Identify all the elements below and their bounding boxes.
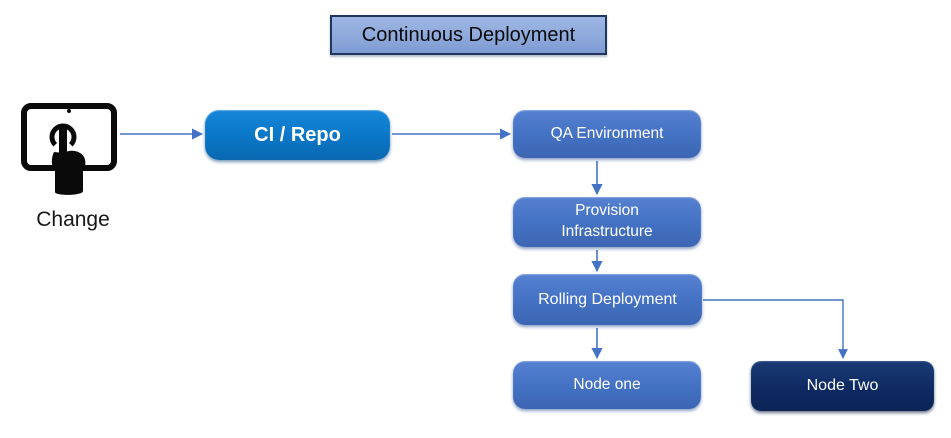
touch-screen-icon — [21, 103, 117, 195]
node-node-one: Node one — [513, 361, 701, 409]
node-change-label: Change — [36, 208, 110, 231]
fist — [51, 150, 86, 195]
diagram-title: Continuous Deployment — [330, 15, 607, 55]
node-rolling-deployment-label: Rolling Deployment — [538, 290, 677, 308]
camera-dot — [67, 109, 71, 113]
node-provision-infrastructure-label: Provision Infrastructure — [561, 202, 653, 240]
node-qa-environment-label: QA Environment — [550, 125, 664, 142]
node-ci-repo: CI / Repo — [205, 110, 390, 160]
connector-rolling-to-node-two — [703, 299, 848, 359]
node-node-two-label: Node Two — [806, 377, 879, 394]
diagram-title-label: Continuous Deployment — [361, 23, 576, 46]
node-node-two: Node Two — [751, 361, 934, 411]
node-qa-environment: QA Environment — [513, 110, 701, 158]
node-provision-infrastructure: Provision Infrastructure — [513, 197, 701, 247]
node-rolling-deployment: Rolling Deployment — [513, 274, 702, 325]
node-node-one-label: Node one — [573, 376, 641, 393]
node-ci-repo-label: CI / Repo — [254, 123, 341, 146]
